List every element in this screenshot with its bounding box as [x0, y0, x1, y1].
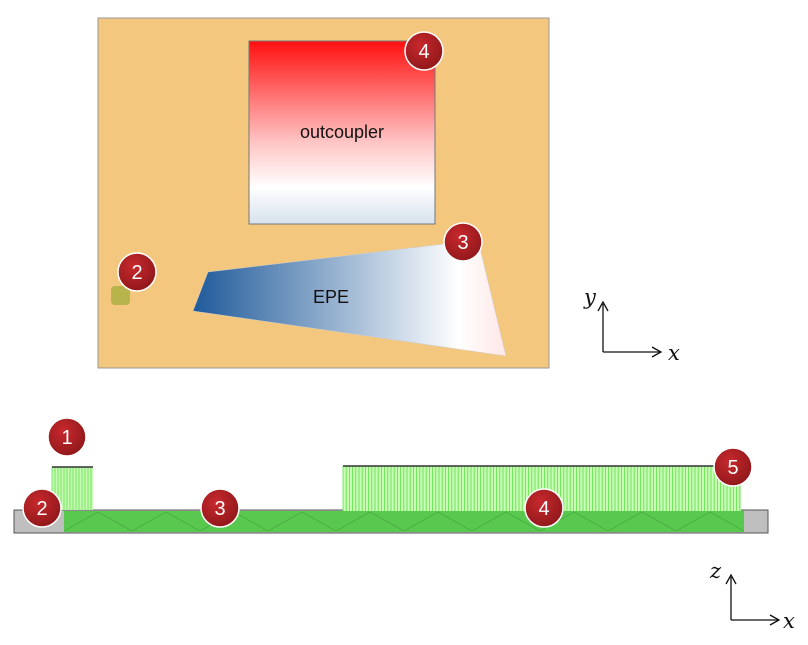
- axis-label-x-side: x: [783, 609, 795, 633]
- svg-text:3: 3: [214, 498, 225, 520]
- top-axes: y x: [583, 285, 680, 365]
- marker-side-5: 5: [713, 447, 753, 487]
- top-view-diagram: outcoupler EPE 4 3 2: [97, 17, 550, 369]
- epe-region: [192, 239, 507, 357]
- marker-side-3: 3: [200, 488, 240, 528]
- axis-label-x: x: [668, 341, 680, 365]
- svg-text:3: 3: [457, 232, 468, 254]
- outcoupler-label: outcoupler: [300, 122, 384, 142]
- side-axes: z x: [709, 559, 795, 633]
- epe-label: EPE: [313, 287, 349, 307]
- svg-text:4: 4: [418, 41, 429, 63]
- svg-text:1: 1: [61, 427, 72, 449]
- svg-text:4: 4: [538, 498, 549, 520]
- marker-top-2: 2: [117, 252, 157, 292]
- marker-top-3: 3: [443, 222, 483, 262]
- svg-text:2: 2: [131, 262, 142, 284]
- epe-grating-layer: [64, 511, 744, 532]
- marker-side-4: 4: [524, 488, 564, 528]
- axis-label-z: z: [709, 559, 722, 583]
- svg-text:5: 5: [727, 457, 738, 479]
- marker-side-2: 2: [22, 488, 62, 528]
- axis-label-y: y: [583, 285, 597, 309]
- input-coupler: [111, 286, 130, 305]
- light-zigzag: [63, 511, 745, 532]
- outcoupler-region: [248, 40, 436, 225]
- light-path: [63, 511, 745, 532]
- svg-text:2: 2: [36, 498, 47, 520]
- side-view-diagram: 1 2 3 4 5: [13, 417, 769, 534]
- marker-side-1: 1: [47, 417, 87, 457]
- marker-top-4: 4: [404, 31, 444, 71]
